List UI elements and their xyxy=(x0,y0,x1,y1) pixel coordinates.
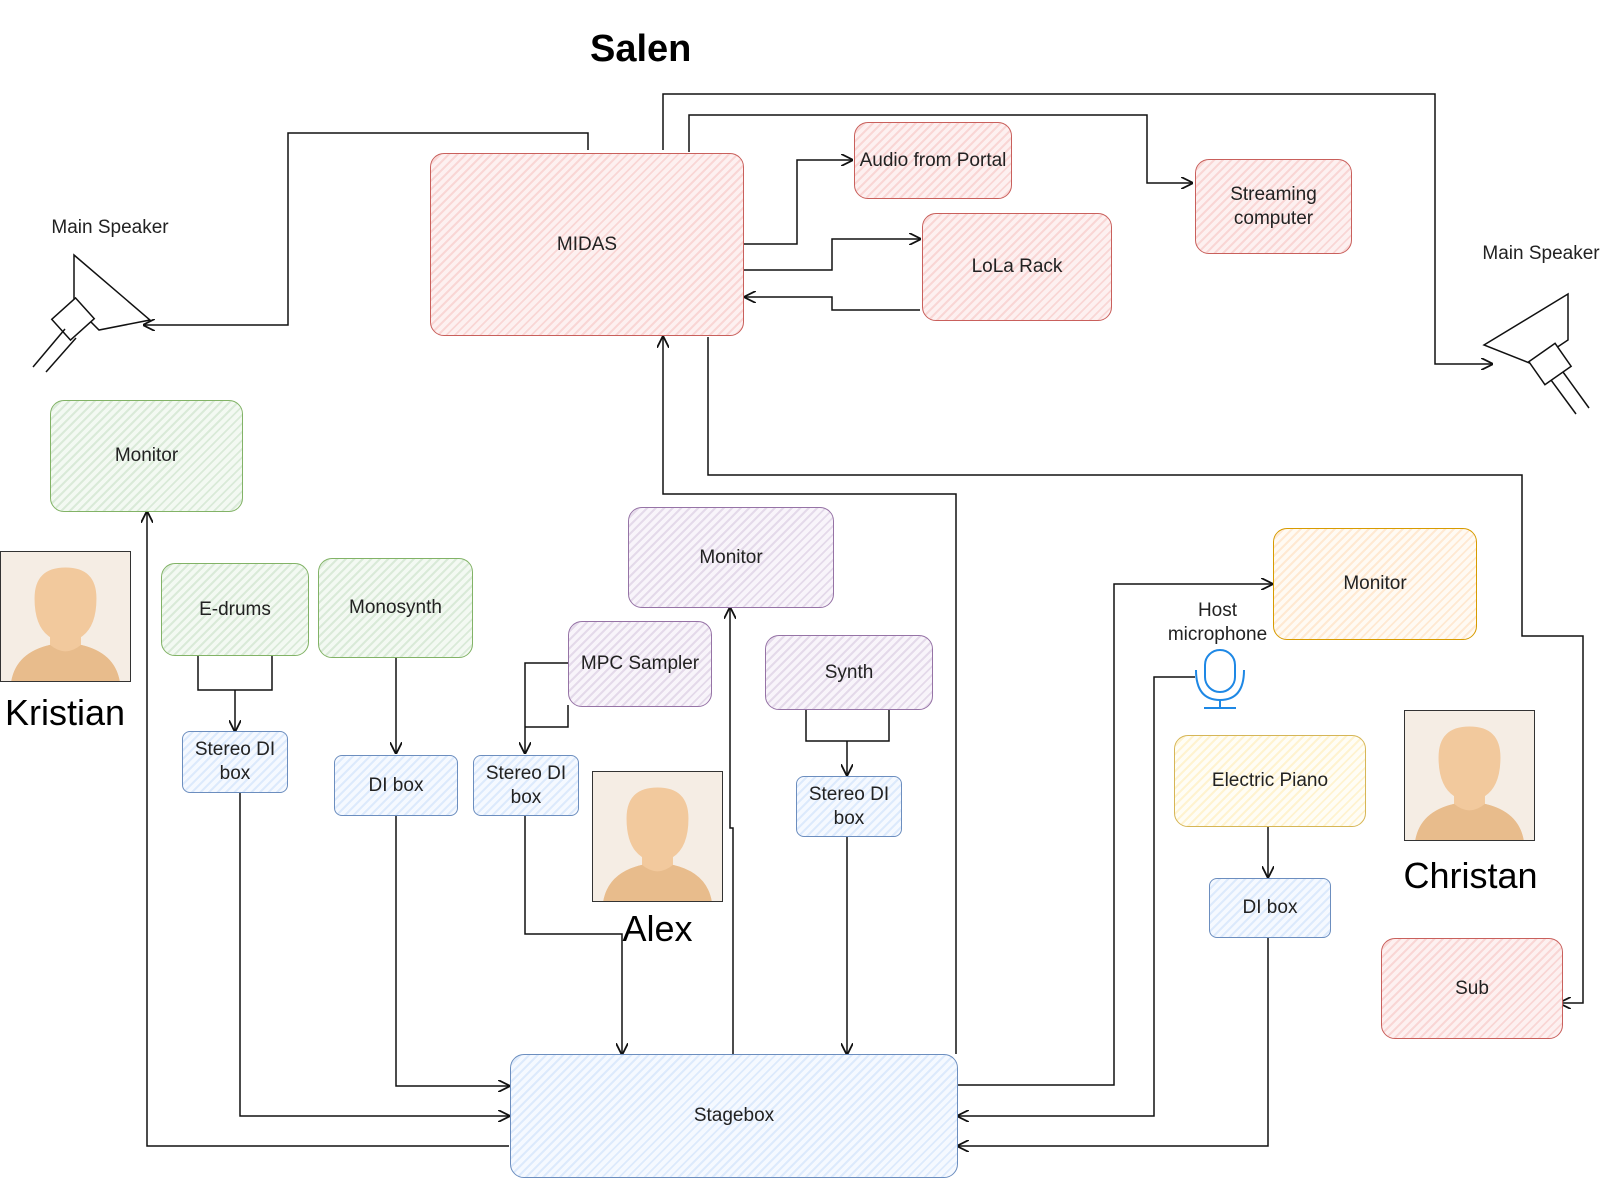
stereo-di-label-2: Stereo DI box xyxy=(485,762,567,808)
stereo-di-label-3: Stereo DI box xyxy=(808,783,890,829)
wire-stagebox-to-midas xyxy=(663,337,957,1054)
streaming-computer-box: Streaming computer xyxy=(1195,159,1352,254)
wire-midas-to-lola xyxy=(742,239,920,271)
wire-lola-to-midas xyxy=(745,297,920,311)
alex-avatar xyxy=(592,771,723,902)
di-box-piano: DI box xyxy=(1209,878,1331,938)
wire-midas-to-sub xyxy=(707,337,1584,1003)
host-microphone-label: Host microphone xyxy=(1167,600,1268,645)
kristian-name: Kristian xyxy=(4,692,126,733)
speaker-left-icon xyxy=(32,253,152,373)
monitor-right-label: Monitor xyxy=(1343,573,1407,595)
synth-box: Synth xyxy=(765,635,933,710)
wire-stagebox-to-monitor-center xyxy=(730,608,733,1054)
speaker-right-icon xyxy=(1482,292,1590,415)
wire-midas-to-streaming xyxy=(688,114,1192,183)
sub-box: Sub xyxy=(1381,938,1563,1039)
monitor-center-box: Monitor xyxy=(628,507,834,608)
wire-di2-to-stagebox xyxy=(395,815,509,1086)
di-box-label-1: DI box xyxy=(368,774,424,796)
di-box-label-2: DI box xyxy=(1242,897,1298,919)
stereo-di-box-edrums: Stereo DI box xyxy=(182,731,288,793)
diagram-title: Salen xyxy=(590,28,692,70)
stagebox-label: Stagebox xyxy=(693,1105,775,1127)
stagebox: Stagebox xyxy=(510,1054,958,1178)
monitor-left-label: Monitor xyxy=(114,445,179,467)
wire-midas-to-speaker-right xyxy=(662,93,1492,364)
wire-di1-to-stagebox xyxy=(239,793,509,1116)
synth-label: Synth xyxy=(824,661,874,683)
wire-stagebox-to-monitor-right xyxy=(958,584,1272,1086)
stereo-di-label-1: Stereo DI box xyxy=(194,739,276,784)
mpc-sampler-label: MPC Sampler xyxy=(580,653,700,675)
monosynth-box: Monosynth xyxy=(318,558,473,658)
kristian-avatar xyxy=(0,551,131,682)
lola-rack-label: LoLa Rack xyxy=(971,256,1063,278)
wire-stagebox-to-monitor-left xyxy=(147,512,509,1147)
wire-mic-to-stagebox xyxy=(958,676,1195,1116)
wire-synth-to-di xyxy=(805,709,890,775)
speaker-left-label: Main Speaker xyxy=(51,217,169,238)
midas-label: MIDAS xyxy=(556,233,618,255)
wire-pianodi-to-stagebox xyxy=(958,937,1269,1146)
christan-name: Christan xyxy=(1403,855,1538,896)
wire-edrums-to-di xyxy=(197,653,273,731)
speaker-right-label: Main Speaker xyxy=(1482,243,1600,264)
monitor-left-box: Monitor xyxy=(50,400,243,512)
wire-mpc-to-di xyxy=(525,662,569,753)
edrums-label: E-drums xyxy=(199,598,271,620)
mpc-sampler-box: MPC Sampler xyxy=(568,621,712,707)
edrums-box: E-drums xyxy=(161,563,309,656)
lola-rack-box: LoLa Rack xyxy=(922,213,1112,321)
alex-name: Alex xyxy=(622,908,693,949)
monosynth-label: Monosynth xyxy=(349,597,442,619)
christan-avatar xyxy=(1404,710,1535,841)
electric-piano-label: Electric Piano xyxy=(1211,770,1329,792)
monitor-right-box: Monitor xyxy=(1273,528,1477,640)
microphone-icon xyxy=(1195,649,1245,709)
wire-di3-to-stagebox xyxy=(524,815,622,1054)
electric-piano-box: Electric Piano xyxy=(1174,735,1366,827)
monitor-center-label: Monitor xyxy=(699,546,763,568)
stereo-di-box-mpc: Stereo DI box xyxy=(473,755,579,816)
midas-console: MIDAS xyxy=(430,153,744,336)
di-box-monosynth: DI box xyxy=(334,755,458,816)
wire-midas-to-speaker-left xyxy=(144,132,589,325)
stereo-di-box-synth: Stereo DI box xyxy=(796,776,902,837)
audio-from-portal-box: Audio from Portal xyxy=(854,122,1012,199)
sub-label: Sub xyxy=(1455,977,1489,999)
audio-from-portal-label: Audio from Portal xyxy=(859,149,1007,171)
wire-midas-to-portal xyxy=(742,160,852,245)
streaming-computer-label: Streaming computer xyxy=(1230,183,1317,229)
